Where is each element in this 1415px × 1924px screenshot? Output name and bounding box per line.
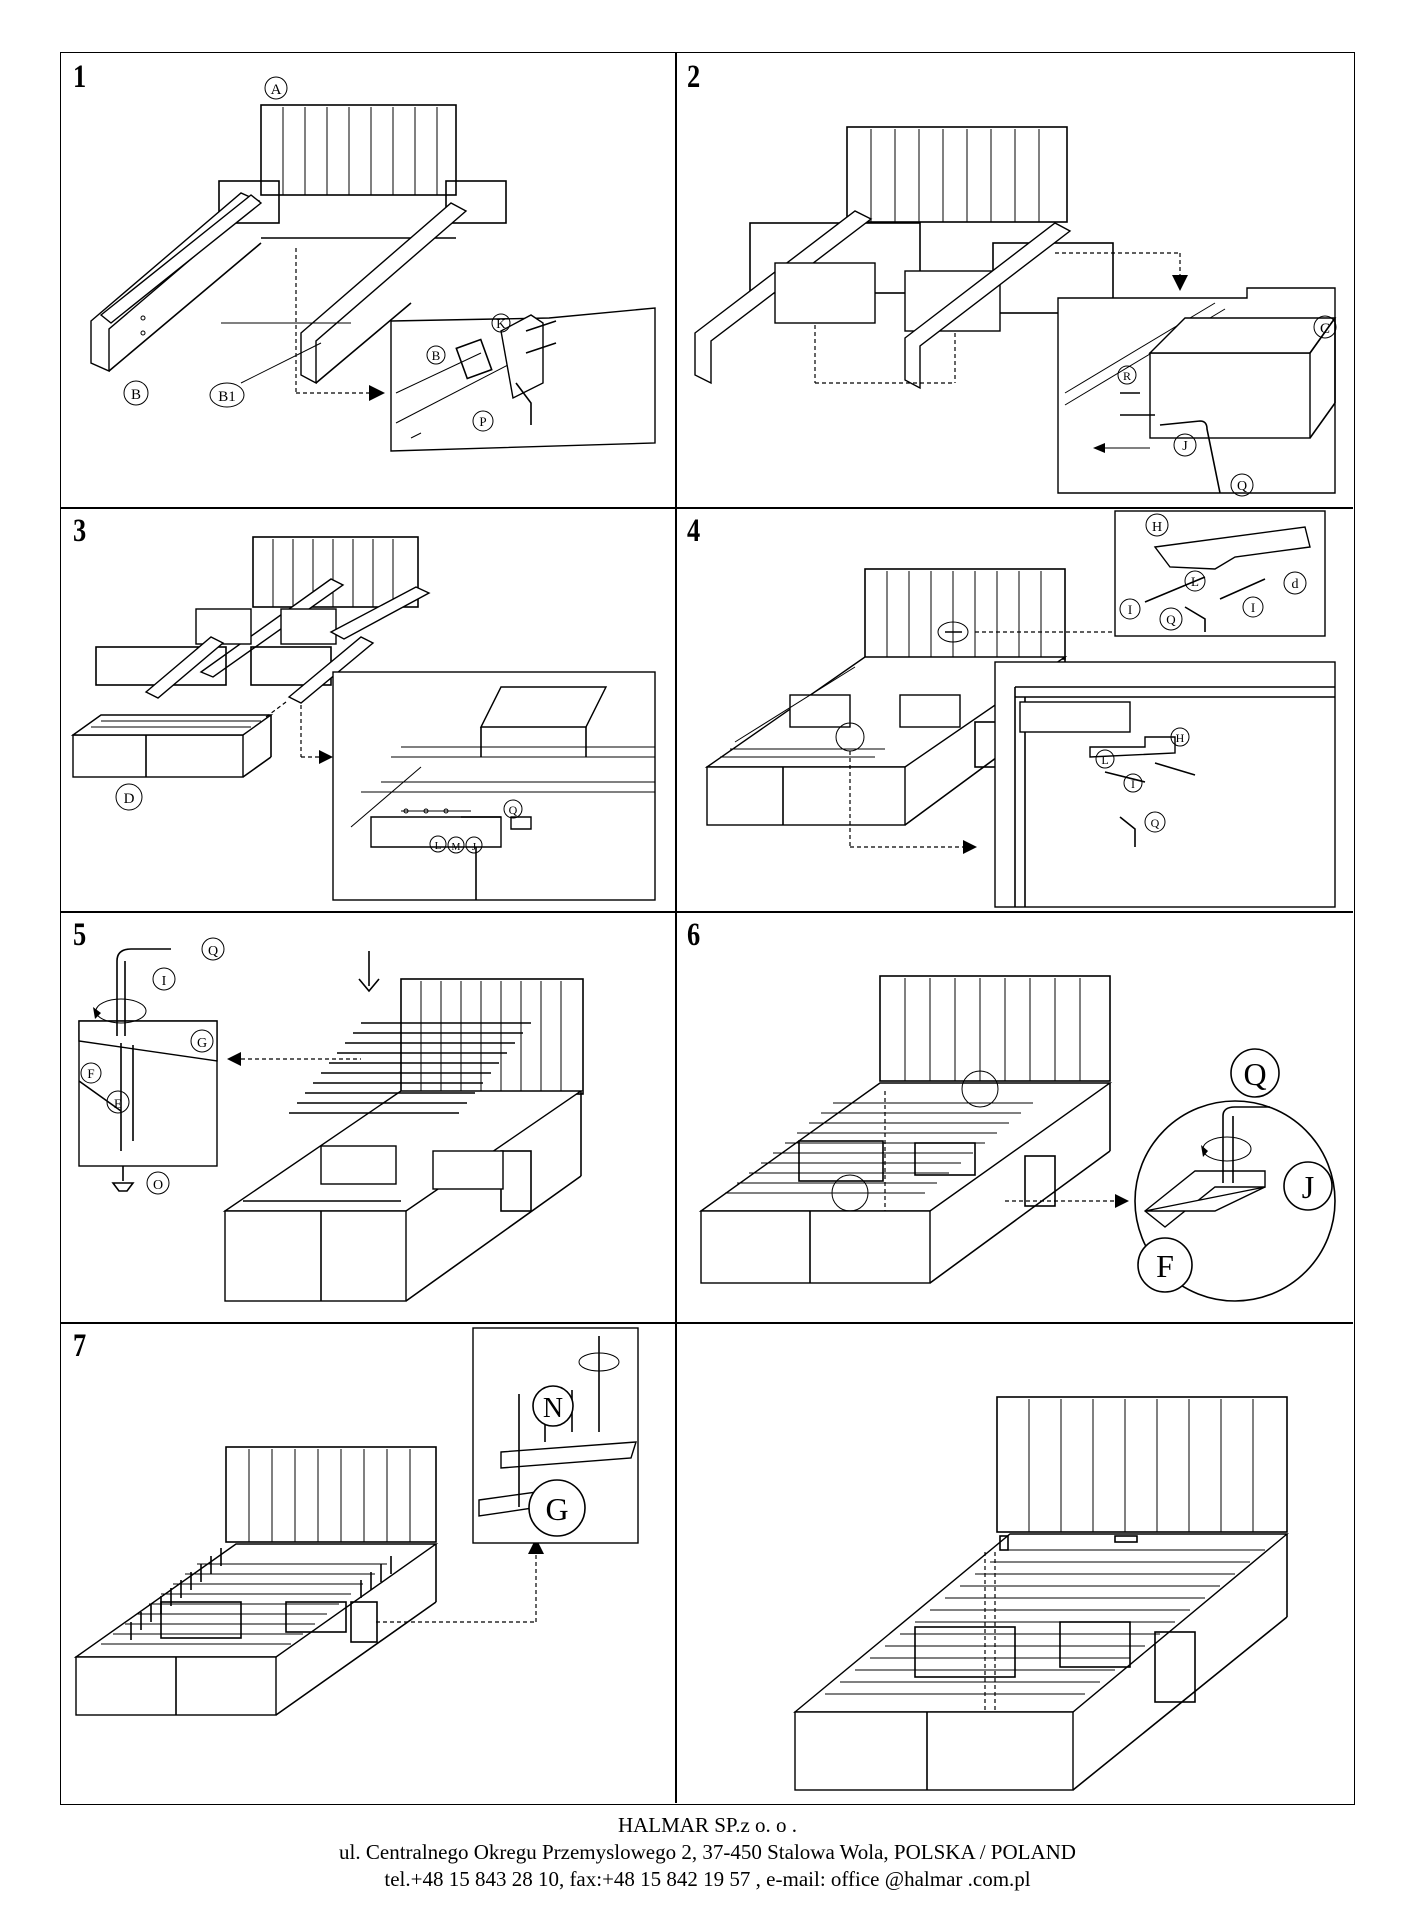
step-5-illustration: Q I G F E O xyxy=(78,937,584,1302)
final-bed-illustration xyxy=(793,1396,1289,1791)
part-label: Q xyxy=(509,803,518,817)
grid-divider-row-1 xyxy=(61,507,1353,509)
grid-divider-row-3 xyxy=(61,1322,1353,1324)
part-label: O xyxy=(153,1178,163,1193)
part-label: G xyxy=(545,1491,568,1527)
part-label: F xyxy=(1156,1248,1174,1284)
part-label: A xyxy=(271,82,282,98)
company-name: HALMAR SP.z o. o . xyxy=(617,1813,798,1837)
part-label: d xyxy=(1292,577,1299,592)
company-contact: tel.+48 15 843 28 10, fax:+48 15 842 19 … xyxy=(384,1867,1031,1891)
step-number: 2 xyxy=(687,59,701,95)
step-number: 3 xyxy=(73,513,87,549)
final-assembled-panel xyxy=(675,1322,1353,1803)
step-2-panel: 2 xyxy=(675,53,1353,507)
part-label: B xyxy=(432,348,441,363)
part-label: L xyxy=(435,840,442,852)
part-label: H xyxy=(1152,520,1162,535)
step-7-panel: 7 xyxy=(61,1322,675,1803)
part-label: L xyxy=(1101,753,1108,767)
step-1-panel: 1 xyxy=(61,53,675,507)
step-3-panel: 3 xyxy=(61,507,675,911)
part-label: Q xyxy=(1243,1056,1266,1092)
part-label: I xyxy=(1251,600,1255,615)
step-4-illustration: H I L I d Q H L I Q xyxy=(704,510,1336,908)
grid-divider-vertical xyxy=(675,53,677,1803)
part-label: H xyxy=(1176,731,1185,745)
step-number: 4 xyxy=(687,513,701,549)
step-5-panel: 5 xyxy=(61,911,675,1322)
part-label: B1 xyxy=(218,389,236,405)
part-label: I xyxy=(1131,777,1135,791)
step-1-illustration: A B B1 B K P xyxy=(90,76,656,452)
part-label: R xyxy=(1123,369,1131,383)
part-label: Q xyxy=(208,944,218,959)
grid-divider-row-2 xyxy=(61,911,1353,913)
part-label: D xyxy=(124,791,135,807)
part-label: Q xyxy=(1166,612,1176,627)
step-number: 6 xyxy=(687,917,701,953)
part-label: K xyxy=(496,316,506,331)
part-label: I xyxy=(162,974,167,989)
part-label: N xyxy=(543,1393,563,1424)
part-label: L xyxy=(1191,574,1199,589)
headboard-drawing xyxy=(218,104,507,239)
part-label: J xyxy=(1182,439,1188,454)
part-label: Q xyxy=(1151,816,1160,830)
part-label: E xyxy=(114,1096,122,1111)
step-2-illustration: C R J Q xyxy=(694,126,1337,497)
part-label: I xyxy=(1128,602,1132,617)
step-number: 7 xyxy=(73,1328,87,1364)
part-label: G xyxy=(197,1036,207,1051)
step-6-panel: 6 xyxy=(675,911,1353,1322)
part-label: B xyxy=(131,387,141,403)
step-6-illustration: Q J F xyxy=(698,975,1336,1302)
part-label: Q xyxy=(1237,479,1247,494)
part-label: P xyxy=(479,414,486,429)
part-label: M xyxy=(452,842,461,853)
part-label: J xyxy=(1302,1169,1314,1205)
step-number: 1 xyxy=(73,59,87,95)
step-7-illustration: N G xyxy=(73,1327,639,1716)
company-footer: HALMAR SP.z o. o . ul. Centralnego Okreg… xyxy=(0,1812,1415,1893)
part-label: J xyxy=(472,841,477,853)
step-4-panel: 4 xyxy=(675,507,1353,911)
company-address: ul. Centralnego Okregu Przemyslowego 2, … xyxy=(339,1840,1076,1864)
part-label: C xyxy=(1320,321,1330,337)
part-label: F xyxy=(87,1066,94,1081)
step-number: 5 xyxy=(73,917,87,953)
instruction-grid: 1 xyxy=(60,52,1355,1805)
step-3-illustration: D Q L M J xyxy=(70,536,656,901)
